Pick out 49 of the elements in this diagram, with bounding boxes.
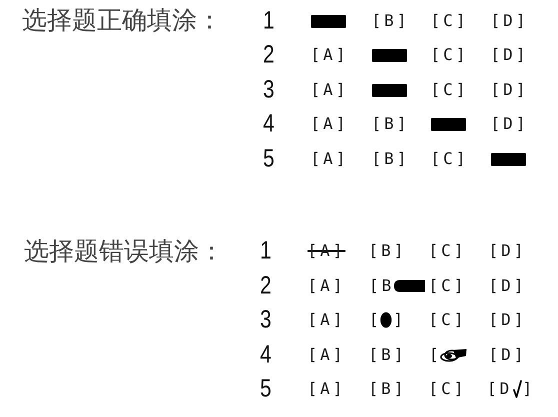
option-letter: [D] <box>490 116 528 132</box>
question-number: 2 <box>260 274 272 298</box>
crossed-out-option: [A] <box>308 243 346 259</box>
option-letter: [C] <box>430 82 468 98</box>
option-letter: [D] <box>490 47 528 63</box>
option-letter: [D] <box>488 312 526 328</box>
option-letter: [A] <box>308 347 346 363</box>
option-bracket: [ <box>369 312 379 328</box>
question-number: 1 <box>260 238 272 264</box>
option-letter: [C] <box>428 243 466 259</box>
option-letter: [A] <box>308 312 346 328</box>
option-letter: [B] <box>368 381 406 397</box>
option-letter: [C] <box>430 13 468 29</box>
option-letter: [D] <box>488 243 526 259</box>
section-heading: 选择题错误填涂： <box>24 238 224 264</box>
option-letter: [D] <box>488 347 526 363</box>
question-number: 4 <box>260 342 272 368</box>
option-bracket: ] <box>522 381 532 397</box>
option-letter: [B <box>369 278 394 294</box>
question-number: 5 <box>263 146 274 172</box>
option-letter: [A] <box>308 381 346 397</box>
question-number: 2 <box>263 42 274 68</box>
option-letter: [C] <box>428 278 466 294</box>
option-letter: [C] <box>430 47 468 63</box>
option-letter: [A] <box>308 278 346 294</box>
question-number: 4 <box>263 112 274 136</box>
question-number: 5 <box>260 376 272 402</box>
option-letter: [D <box>487 381 512 397</box>
question-number: 3 <box>260 308 272 332</box>
option-letter: [B] <box>368 347 406 363</box>
option-letter: [A] <box>310 116 348 132</box>
option-bracket: [ <box>429 347 439 363</box>
option-letter: [D] <box>490 82 528 98</box>
option-letter: [A] <box>310 82 348 98</box>
question-number: 3 <box>263 78 274 102</box>
option-letter: [B] <box>368 243 406 259</box>
option-letter: [B] <box>372 151 410 167</box>
option-letter: [A] <box>310 47 348 63</box>
option-letter: [B] <box>372 13 410 29</box>
option-bracket: ] <box>393 312 403 328</box>
option-letter: [D] <box>490 13 528 29</box>
question-number: 1 <box>263 8 274 34</box>
option-letter: [C] <box>430 151 468 167</box>
option-letter: [D] <box>488 278 526 294</box>
option-letter: [A] <box>310 151 348 167</box>
option-letter: [C] <box>428 312 466 328</box>
section-heading: 选择题正确填涂： <box>22 8 222 32</box>
option-letter: [B] <box>372 116 410 132</box>
option-letter: [C] <box>428 381 466 397</box>
